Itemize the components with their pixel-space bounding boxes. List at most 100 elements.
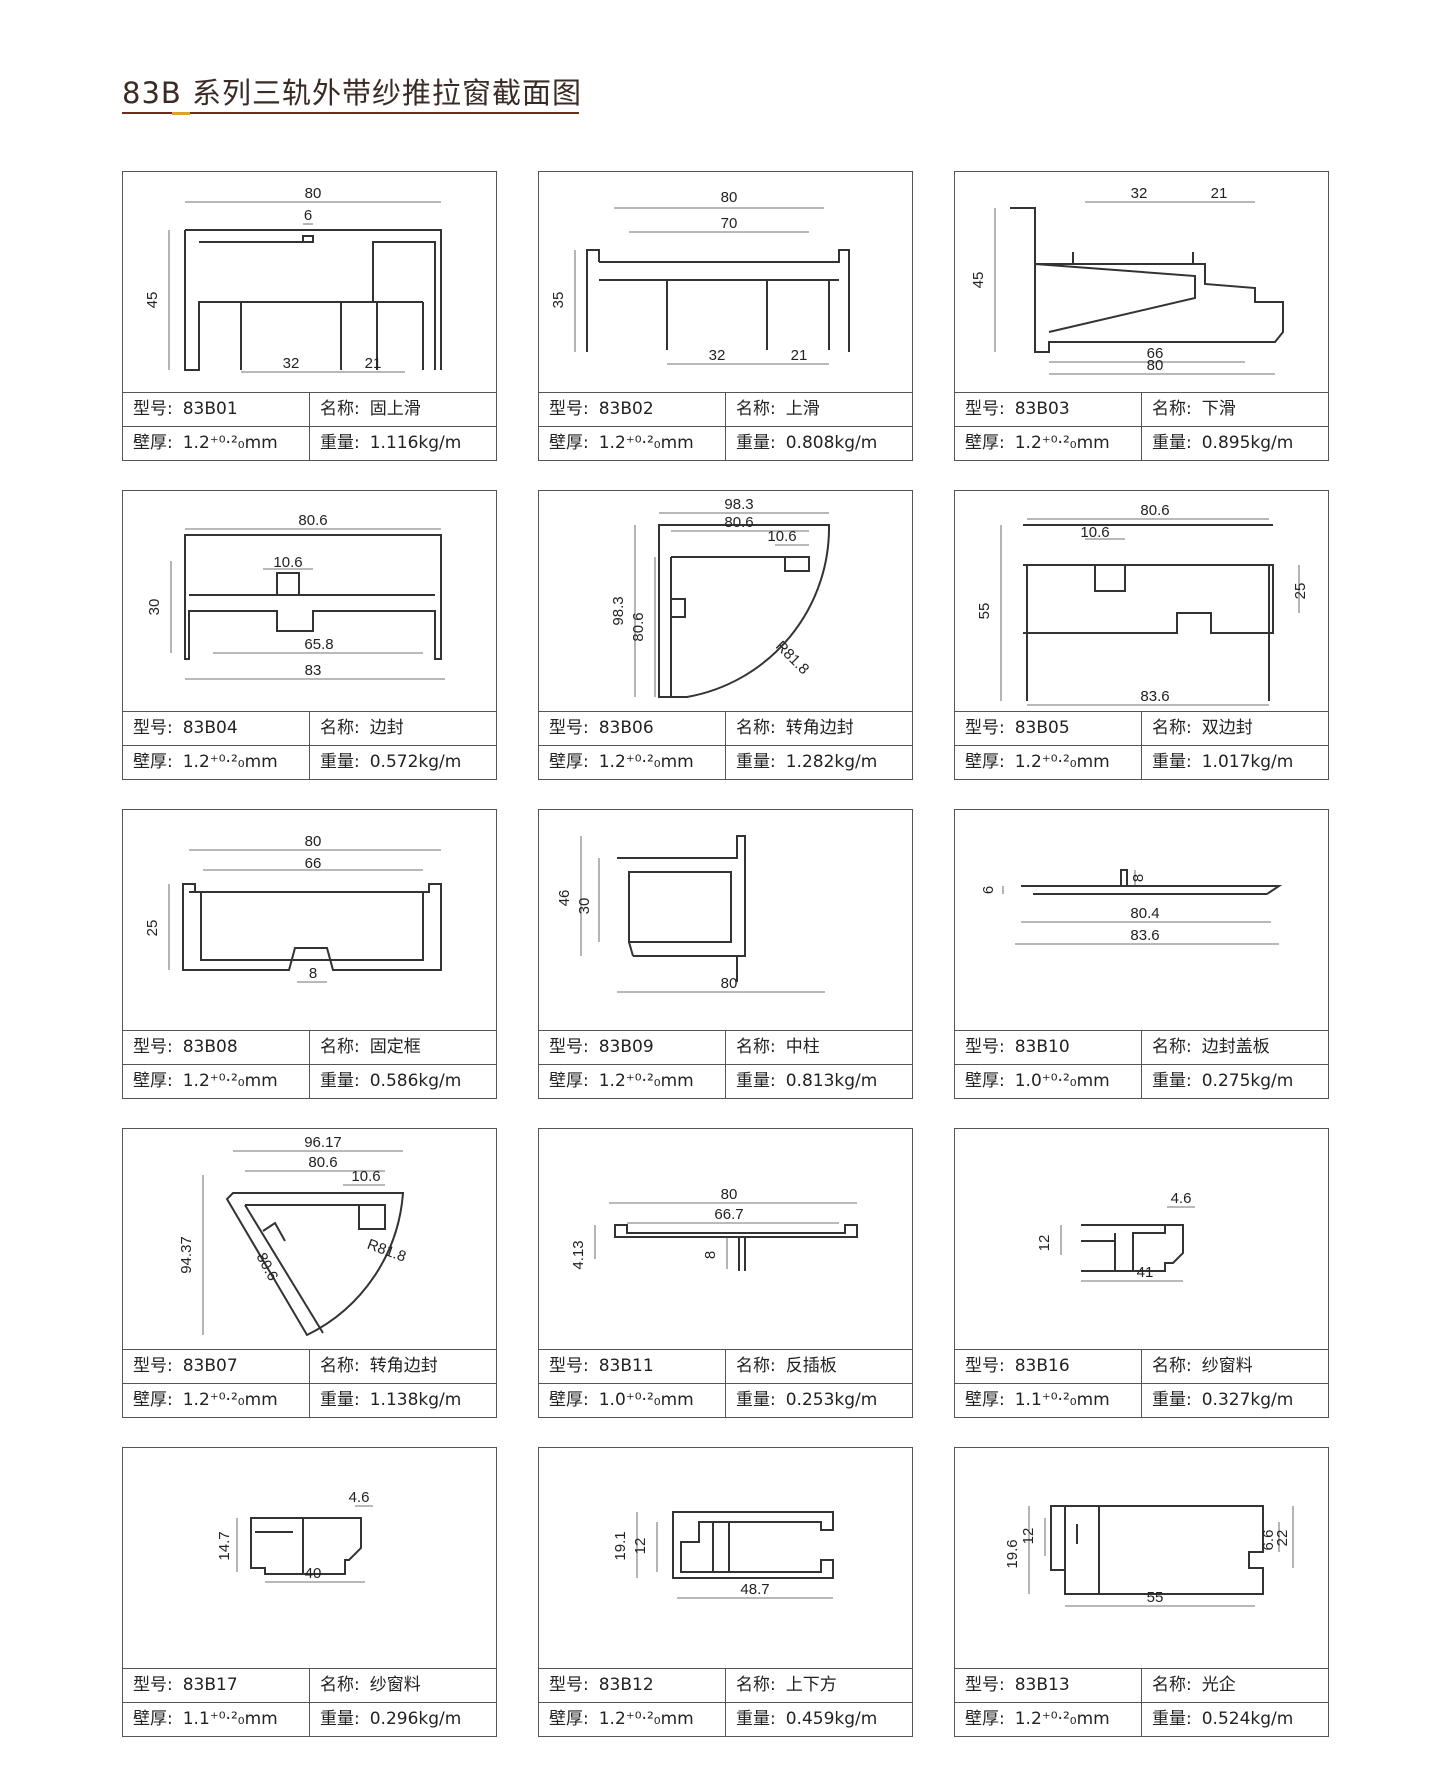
name-value: 光企 [1201,1675,1236,1695]
spec-table: 型号:83B09 名称:中柱 壁厚:1.2⁺⁰·²₀mm 重量:0.813kg/… [539,1030,912,1098]
weight-label: 重量: [1152,433,1192,453]
weight-label: 重量: [320,1071,360,1091]
thickness-label: 壁厚: [133,1390,173,1410]
model-value: 83B08 [182,1037,238,1057]
profile-section-outline [182,883,442,971]
dimension-label: 55 [976,603,993,620]
title-underline [122,112,579,114]
profile-section-outline [617,835,746,982]
thickness-label: 壁厚: [549,1071,589,1091]
model-value: 83B04 [182,718,238,738]
model-label: 型号: [133,1356,173,1376]
dimension-label: 10.6 [1080,524,1109,541]
profile-section-outline [1050,1505,1264,1595]
model-value: 83B12 [598,1675,654,1695]
dimension-label: 70 [721,215,738,232]
name-label: 名称: [1152,399,1192,419]
spec-table: 型号:83B07 名称:转角边封 壁厚:1.2⁺⁰·²₀mm 重量:1.138k… [123,1349,496,1417]
title-accent-mark [172,112,190,115]
thickness-label: 壁厚: [549,1390,589,1410]
thickness-value: 1.2⁺⁰·²₀mm [598,1071,694,1091]
weight-value: 1.017kg/m [1201,752,1294,772]
name-label: 名称: [736,1675,776,1695]
dimension-label: 30 [576,898,593,915]
dimension-label: 65.8 [304,636,333,653]
name-label: 名称: [736,399,776,419]
thickness-value: 1.1⁺⁰·²₀mm [182,1709,278,1729]
name-label: 名称: [320,399,360,419]
weight-label: 重量: [1152,1709,1192,1729]
spec-table: 型号:83B03 名称:下滑 壁厚:1.2⁺⁰·²₀mm 重量:0.895kg/… [955,392,1328,460]
model-label: 型号: [133,1675,173,1695]
dimension-label: 25 [1292,583,1309,600]
dimension-label: 10.6 [273,554,302,571]
model-value: 83B17 [182,1675,238,1695]
spec-table: 型号:83B13 名称:光企 壁厚:1.2⁺⁰·²₀mm 重量:0.524kg/… [955,1668,1328,1736]
weight-label: 重量: [320,1709,360,1729]
weight-value: 1.282kg/m [785,752,878,772]
dimension-label: 21 [1211,185,1228,202]
thickness-value: 1.2⁺⁰·²₀mm [182,752,278,772]
model-label: 型号: [965,399,1005,419]
name-value: 纱窗料 [1201,1356,1253,1376]
dimension-label: 4.6 [1171,1190,1192,1207]
weight-value: 0.895kg/m [1201,433,1294,453]
dimension-label: 32 [1131,185,1148,202]
dimension-label: 6 [304,207,312,224]
weight-value: 0.813kg/m [785,1071,878,1091]
thickness-label: 壁厚: [133,433,173,453]
profile-section-outline [1081,1224,1184,1272]
dimension-label: 83.6 [1140,688,1169,705]
dimension-label: 32 [709,347,726,364]
dimension-label: 4.6 [349,1489,370,1506]
dimension-label: 80.6 [298,512,327,529]
model-value: 83B07 [182,1356,238,1376]
dimension-label: 83 [305,662,322,679]
model-label: 型号: [965,1356,1005,1376]
dimension-label: 21 [365,355,382,372]
dimension-label: 14.7 [216,1531,233,1560]
page-title: 83B 系列三轨外带纱推拉窗截面图 [122,76,583,110]
name-value: 转角边封 [369,1356,438,1376]
weight-value: 0.327kg/m [1201,1390,1294,1410]
weight-value: 0.808kg/m [785,433,878,453]
name-value: 上下方 [785,1675,837,1695]
thickness-value: 1.2⁺⁰·²₀mm [182,1071,278,1091]
dimension-label: 80 [305,833,322,850]
weight-value: 0.572kg/m [369,752,462,772]
dimension-label: 80.4 [1130,905,1159,922]
model-label: 型号: [549,1675,589,1695]
dimension-label: 4.13 [570,1240,587,1269]
weight-value: 0.275kg/m [1201,1071,1294,1091]
model-value: 83B06 [598,718,654,738]
model-label: 型号: [549,1037,589,1057]
model-value: 83B02 [598,399,654,419]
dimension-label: 80 [721,1186,738,1203]
thickness-label: 壁厚: [133,1709,173,1729]
model-label: 型号: [549,1356,589,1376]
weight-label: 重量: [1152,1390,1192,1410]
dimension-label: 66.7 [714,1206,743,1223]
profile-section-outline [1023,524,1274,701]
thickness-value: 1.2⁺⁰·²₀mm [1014,1709,1110,1729]
name-label: 名称: [1152,718,1192,738]
model-value: 83B16 [1014,1356,1070,1376]
name-value: 纱窗料 [369,1675,421,1695]
thickness-value: 1.0⁺⁰·²₀mm [598,1390,694,1410]
name-value: 双边封 [1201,718,1253,738]
dimension-label: 80 [305,185,322,202]
weight-label: 重量: [736,1071,776,1091]
name-label: 名称: [1152,1037,1192,1057]
model-label: 型号: [965,1037,1005,1057]
dimension-label: 25 [144,920,161,937]
spec-table: 型号:83B02 名称:上滑 壁厚:1.2⁺⁰·²₀mm 重量:0.808kg/… [539,392,912,460]
thickness-value: 1.2⁺⁰·²₀mm [182,433,278,453]
weight-label: 重量: [1152,1071,1192,1091]
